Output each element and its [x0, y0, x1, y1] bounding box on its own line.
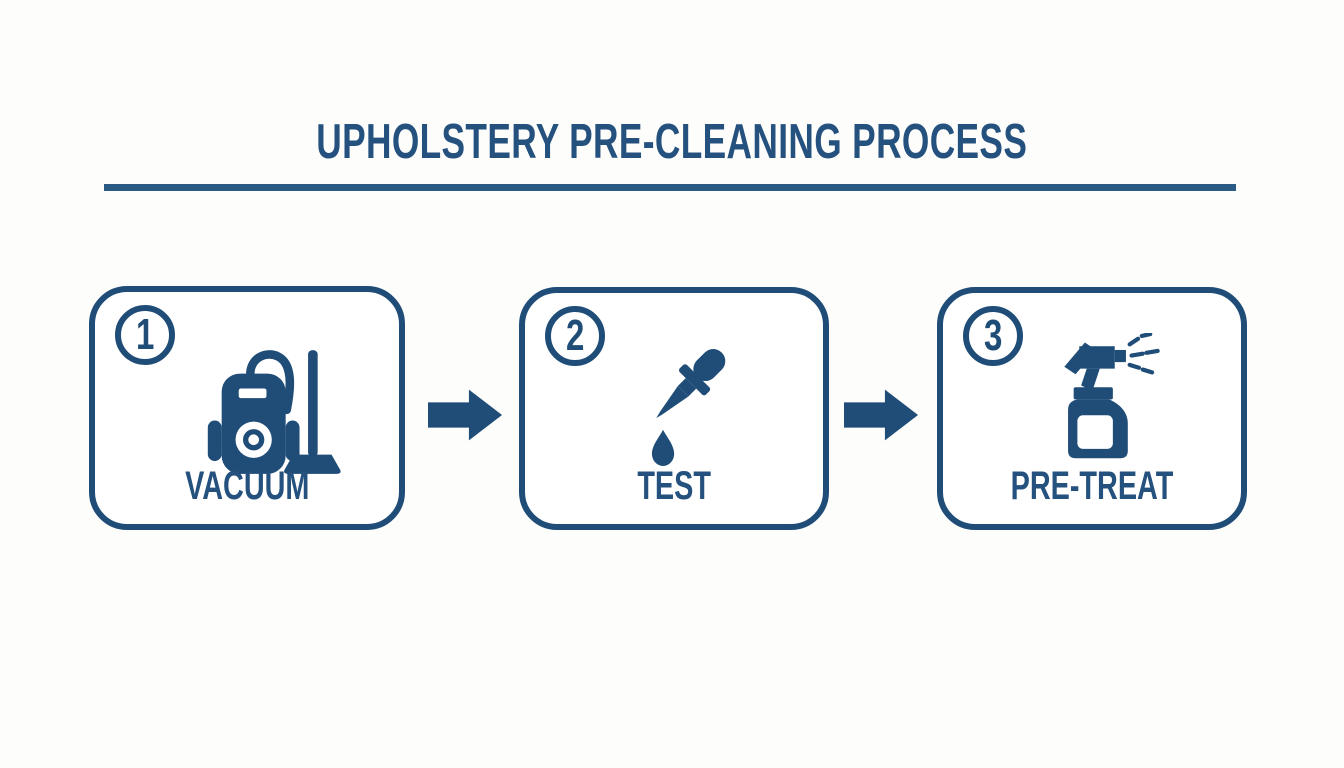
step-2-number: 2: [565, 311, 585, 360]
eyedropper-icon: [624, 339, 754, 483]
arrow-right-icon: [428, 389, 503, 441]
step-box-vacuum: 1 VACUUM: [89, 286, 405, 530]
step-box-pretreat: 3: [937, 287, 1247, 530]
step-2-label: TEST: [637, 464, 711, 508]
step-3-number: 3: [983, 311, 1003, 360]
step-3-label: PRE-TREAT: [1010, 464, 1174, 508]
step-1-number-badge: 1: [115, 305, 175, 365]
page-title: UPHOLSTERY PRE-CLEANING PROCESS: [0, 114, 1344, 170]
page-title-text: UPHOLSTERY PRE-CLEANING PROCESS: [316, 115, 1028, 169]
step-3-number-badge: 3: [963, 306, 1023, 366]
step-2-number-badge: 2: [545, 306, 605, 366]
step-box-test: 2 TEST: [519, 287, 829, 530]
step-1-label: VACUUM: [184, 464, 310, 508]
title-underline: [104, 184, 1236, 191]
arrow-right-icon: [844, 389, 919, 441]
step-1-number: 1: [135, 310, 155, 359]
vacuum-cleaner-icon: [195, 348, 355, 481]
spray-bottle-icon: [1027, 332, 1167, 469]
